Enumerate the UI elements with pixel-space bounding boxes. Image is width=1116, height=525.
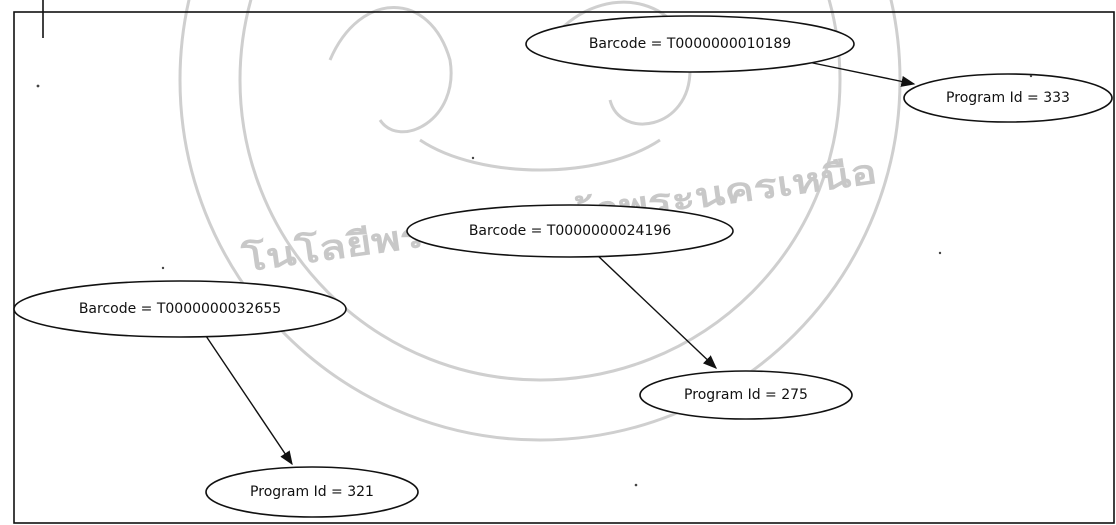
- node-program-333: Program Id = 333: [903, 73, 1113, 123]
- node-program-333-label: Program Id = 333: [946, 90, 1070, 106]
- node-program-321: Program Id = 321: [205, 466, 419, 518]
- node-barcode-32655: Barcode = T0000000032655: [13, 280, 347, 338]
- node-barcode-24196-label: Barcode = T0000000024196: [469, 223, 671, 239]
- node-barcode-32655-label: Barcode = T0000000032655: [79, 301, 281, 317]
- node-barcode-10189-label: Barcode = T0000000010189: [589, 36, 791, 52]
- node-barcode-10189: Barcode = T0000000010189: [525, 15, 855, 73]
- node-program-275-label: Program Id = 275: [684, 387, 808, 403]
- node-barcode-24196: Barcode = T0000000024196: [406, 204, 734, 258]
- node-program-275: Program Id = 275: [639, 370, 853, 420]
- scan-specks: [36, 74, 1033, 487]
- node-program-321-label: Program Id = 321: [250, 484, 374, 500]
- edge-barcode-10189-to-program-333: [807, 61, 916, 87]
- diagram-frame: [13, 11, 1115, 524]
- edge-barcode-32655-to-program-321: [205, 335, 293, 466]
- edge-barcode-24196-to-program-275: [595, 253, 718, 369]
